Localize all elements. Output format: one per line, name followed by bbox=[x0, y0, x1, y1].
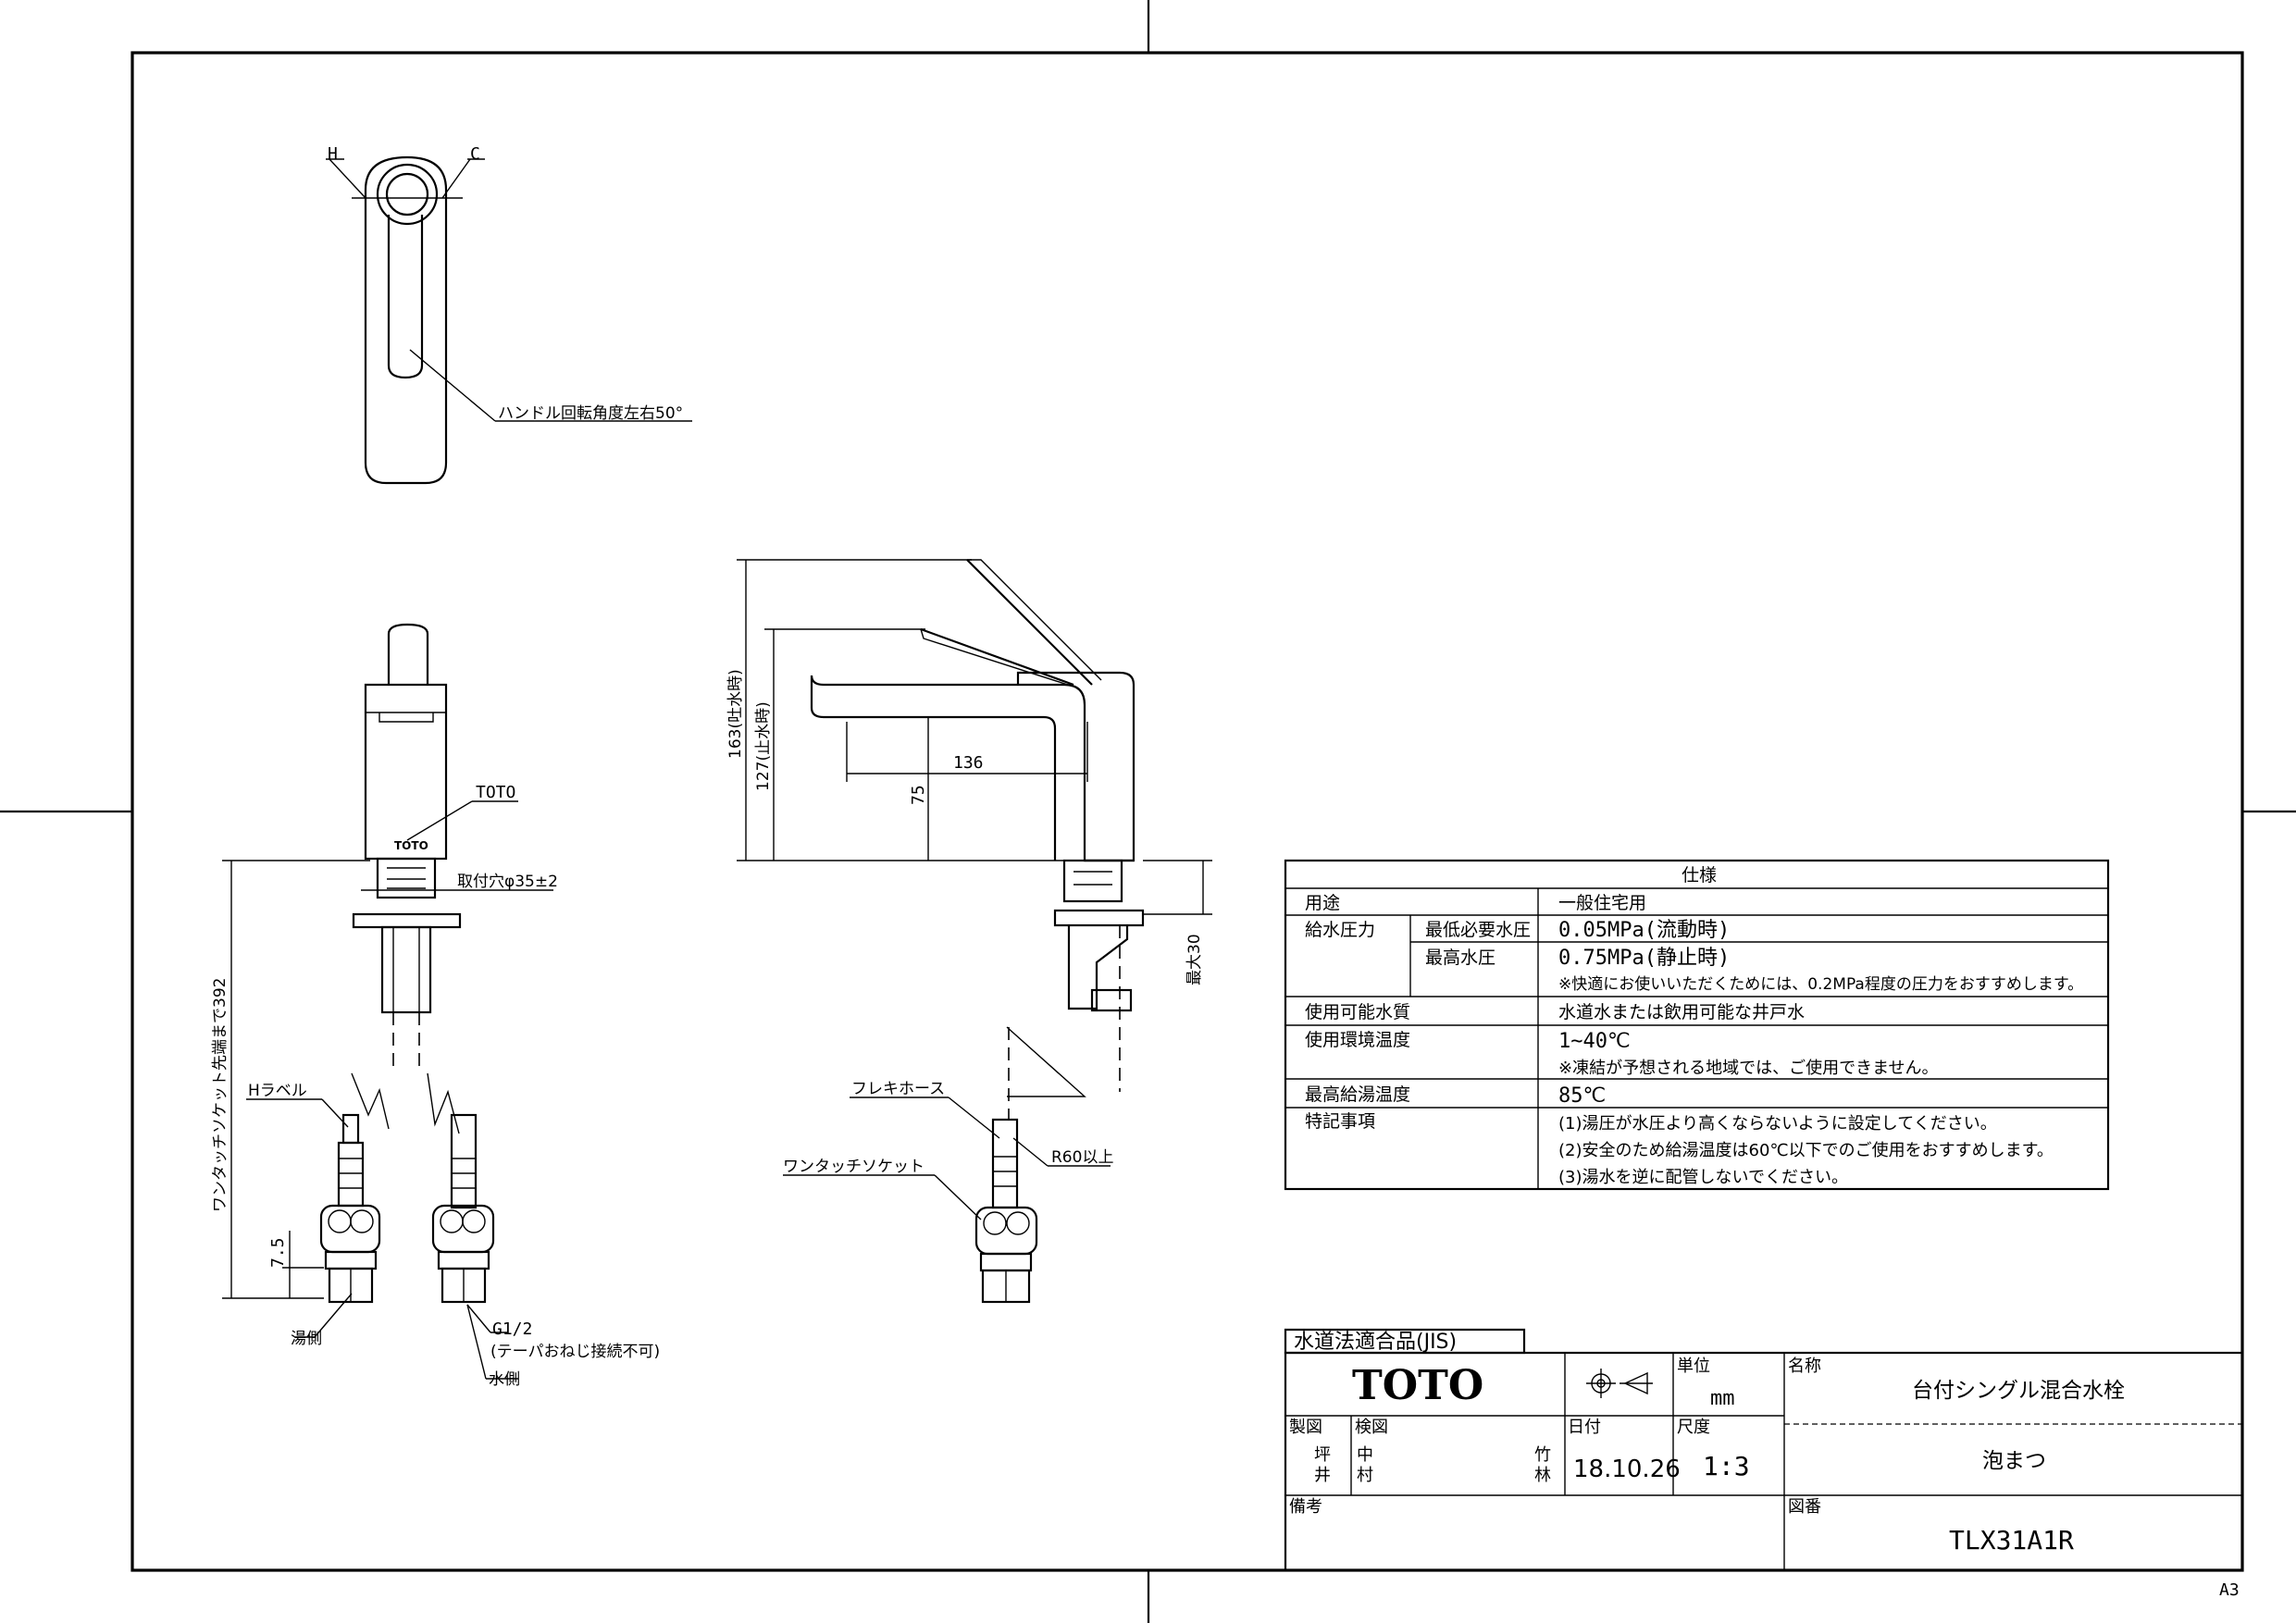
spec-note-1: (1)湯圧が水圧より高くならないように設定してください。 bbox=[1558, 1114, 1997, 1134]
name-label: 名称 bbox=[1788, 1357, 1821, 1376]
spec-notes-label: 特記事項 bbox=[1305, 1111, 1375, 1132]
scale-value: 1:3 bbox=[1703, 1451, 1750, 1481]
spec-water-quality-value: 水道水または飲用可能な井戸水 bbox=[1558, 1002, 1805, 1022]
socket-length-dim: ワンタッチソケット先端まで392 bbox=[211, 978, 230, 1212]
spec-use-value: 一般住宅用 bbox=[1558, 893, 1646, 913]
spec-use-label: 用途 bbox=[1305, 893, 1340, 913]
body-toto-mark: TOTO bbox=[394, 839, 428, 852]
thread-g-half: G1/2 bbox=[492, 1319, 532, 1339]
spec-title: 仕様 bbox=[1682, 865, 1717, 886]
brand-logo: TOTO bbox=[1352, 1362, 1483, 1409]
one-touch-socket-label: ワンタッチソケット bbox=[783, 1158, 925, 1176]
checked-by-1: 中 bbox=[1357, 1445, 1373, 1465]
spec-note-2: (2)安全のため給湯温度は60℃以下でのご使用をおすすめします。 bbox=[1558, 1141, 2054, 1160]
checked-by-2: 村 bbox=[1357, 1466, 1373, 1485]
spec-min-pressure-value: 0.05MPa(流動時) bbox=[1558, 919, 1730, 942]
product-name: 台付シングル混合水栓 bbox=[1912, 1379, 2125, 1403]
spec-max-hot-value: 85℃ bbox=[1558, 1084, 1606, 1108]
water-side-label: 水側 bbox=[489, 1370, 520, 1389]
spec-env-temp-value: 1~40℃ bbox=[1558, 1030, 1631, 1053]
sheet-size: A3 bbox=[2219, 1580, 2240, 1600]
dim-127: 127(止水時) bbox=[754, 701, 773, 791]
drawn-by-2: 井 bbox=[1314, 1466, 1331, 1485]
mount-hole-dim: 取付穴φ35±2 bbox=[457, 873, 558, 891]
checked-by-4: 林 bbox=[1534, 1466, 1551, 1485]
scale-label: 尺度 bbox=[1677, 1418, 1710, 1437]
dim-7-5: 7.5 bbox=[268, 1237, 288, 1268]
flex-hose-label: フレキホース bbox=[851, 1080, 945, 1098]
drawing-no-value: TLX31A1R bbox=[1949, 1525, 2074, 1555]
product-subname: 泡まつ bbox=[1982, 1449, 2046, 1473]
dim-163: 163(吐水時) bbox=[726, 669, 745, 759]
taper-thread-note: (テーパおねじ接続不可) bbox=[490, 1343, 660, 1361]
spec-pressure-note: ※快適にお使いいただくためには、0.2MPa程度の圧力をおすすめします。 bbox=[1558, 974, 2083, 994]
unit-value: mm bbox=[1710, 1387, 1735, 1410]
spec-table bbox=[1284, 859, 2110, 1191]
checked-label: 検図 bbox=[1355, 1418, 1388, 1437]
spec-min-pressure-label: 最低必要水圧 bbox=[1425, 920, 1531, 940]
label-cold-c: C bbox=[470, 144, 480, 164]
drawing-no-label: 図番 bbox=[1788, 1497, 1821, 1517]
hot-side-label: 湯側 bbox=[291, 1330, 322, 1348]
unit-label: 単位 bbox=[1677, 1357, 1710, 1376]
date-value: 18.10.26 bbox=[1573, 1456, 1681, 1483]
spec-max-hot-label: 最高給湯温度 bbox=[1305, 1084, 1410, 1105]
spec-pressure-label: 給水圧力 bbox=[1305, 920, 1375, 940]
spec-env-temp-note: ※凍結が予想される地域では、ご使用できません。 bbox=[1558, 1059, 1939, 1078]
dim-max30: 最大30 bbox=[1185, 934, 1204, 985]
h-label-callout: Hラベル bbox=[248, 1082, 307, 1100]
title-block bbox=[1284, 1328, 2244, 1572]
dim-136: 136 bbox=[953, 753, 984, 773]
spec-note-3: (3)湯水を逆に配管しないでください。 bbox=[1558, 1168, 1848, 1187]
jis-mark: 水道法適合品(JIS) bbox=[1294, 1331, 1457, 1354]
remarks-label: 備考 bbox=[1289, 1497, 1322, 1517]
drawn-label: 製図 bbox=[1289, 1418, 1322, 1437]
label-hot-h: H bbox=[328, 144, 338, 164]
dim-75: 75 bbox=[909, 785, 928, 805]
handle-rotation-note: ハンドル回転角度左右50° bbox=[498, 404, 683, 423]
toto-callout: TOTO bbox=[476, 783, 515, 802]
spec-water-quality-label: 使用可能水質 bbox=[1305, 1002, 1410, 1022]
side-view bbox=[737, 559, 1212, 1304]
checked-by-3: 竹 bbox=[1534, 1445, 1551, 1465]
r60-label: R60以上 bbox=[1051, 1148, 1113, 1167]
date-label: 日付 bbox=[1568, 1418, 1601, 1437]
front-view bbox=[222, 623, 553, 1380]
spec-max-pressure-value: 0.75MPa(静止時) bbox=[1558, 947, 1730, 970]
spec-env-temp-label: 使用環境温度 bbox=[1305, 1030, 1410, 1050]
drawn-by-1: 坪 bbox=[1314, 1445, 1331, 1465]
spec-max-pressure-label: 最高水圧 bbox=[1425, 948, 1496, 968]
top-view bbox=[326, 155, 692, 485]
